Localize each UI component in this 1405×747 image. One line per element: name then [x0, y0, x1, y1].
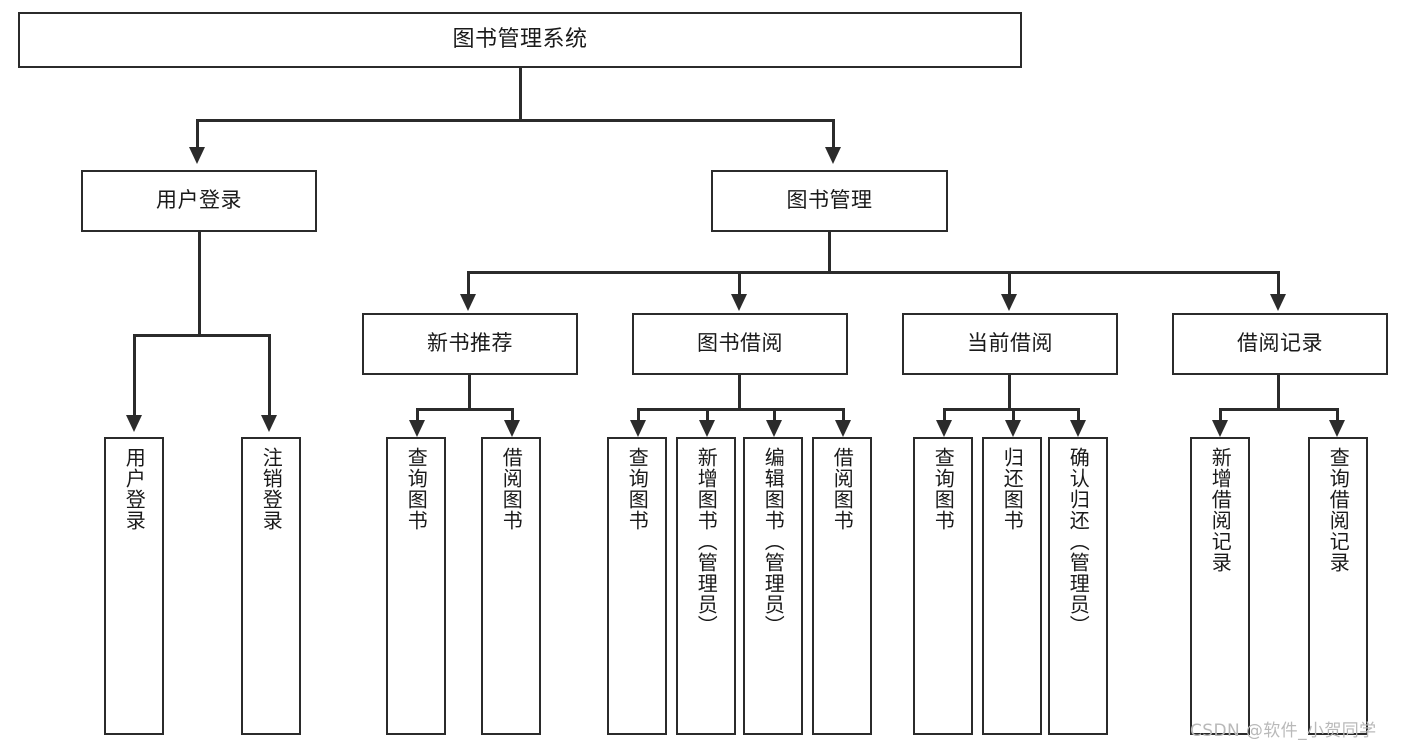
arrow-borrow-record-to-leaf-1: [1212, 420, 1228, 437]
arrow-new-book-to-leaf-1: [409, 420, 425, 437]
connector-new-book-to-leaf-1: [416, 408, 419, 424]
csdn-watermark: CSDN @软件_小贺同学: [1190, 721, 1377, 741]
connector-current-borrow-to-leaf-2: [1012, 408, 1015, 424]
node-label: 查询借阅记录: [1326, 447, 1351, 573]
connector-root-bus: [196, 119, 835, 122]
arrow-book-borrow-to-leaf-2: [699, 420, 715, 437]
connector-current-borrow-to-leaf-3: [1077, 408, 1080, 424]
node-borrow-record[interactable]: 借阅记录: [1172, 313, 1388, 375]
connector-book-borrow-to-leaf-3: [773, 408, 776, 424]
node-label: 图书借阅: [697, 331, 783, 356]
node-label: 注销登录: [259, 447, 284, 531]
arrow-user-login-to-leaf-1: [126, 415, 142, 432]
connector-user-login-bus: [133, 334, 271, 337]
leaf-confirm-return-admin[interactable]: 确认归还（管理员）: [1048, 437, 1108, 735]
connector-bm-to-book-borrow: [738, 271, 741, 296]
leaf-borrow-book-recommend[interactable]: 借阅图书: [481, 437, 541, 735]
node-label: 新增借阅记录: [1208, 447, 1233, 573]
connector-current-borrow-to-leaf-1: [943, 408, 946, 424]
connector-book-borrow-to-leaf-4: [842, 408, 845, 424]
connector-borrow-record-to-leaf-1: [1219, 408, 1222, 424]
connector-book-borrow-to-leaf-2: [706, 408, 709, 424]
leaf-borrow-book[interactable]: 借阅图书: [812, 437, 872, 735]
node-new-book-recommend[interactable]: 新书推荐: [362, 313, 578, 375]
node-book-borrow[interactable]: 图书借阅: [632, 313, 848, 375]
node-label: 新书推荐: [427, 331, 513, 356]
leaf-query-book-current[interactable]: 查询图书: [913, 437, 973, 735]
leaf-add-book-admin[interactable]: 新增图书（管理员）: [676, 437, 736, 735]
leaf-user-login[interactable]: 用户登录: [104, 437, 164, 735]
leaf-query-book-recommend[interactable]: 查询图书: [386, 437, 446, 735]
node-label: 借阅图书: [830, 447, 855, 531]
node-label: 用户登录: [156, 188, 242, 213]
node-label: 确认归还（管理员）: [1066, 447, 1091, 636]
connector-user-login-stem: [198, 232, 201, 337]
connector-root-to-user-login: [196, 119, 199, 149]
node-label: 借阅记录: [1237, 331, 1323, 356]
node-label: 用户登录: [122, 447, 147, 531]
arrow-bm-to-borrow-record: [1270, 294, 1286, 311]
node-label: 图书管理系统: [452, 26, 588, 52]
connector-borrow-record-stem: [1277, 375, 1280, 411]
arrow-new-book-to-leaf-2: [504, 420, 520, 437]
connector-book-borrow-stem: [738, 375, 741, 411]
arrow-borrow-record-to-leaf-2: [1329, 420, 1345, 437]
connector-book-management-bus: [467, 271, 1280, 274]
leaf-query-book-borrow[interactable]: 查询图书: [607, 437, 667, 735]
node-label: 新增图书（管理员）: [694, 447, 719, 636]
connector-user-login-to-leaf-1: [133, 334, 136, 417]
arrow-book-borrow-to-leaf-3: [766, 420, 782, 437]
connector-bm-to-borrow-record: [1277, 271, 1280, 296]
connector-root-stem: [519, 68, 522, 121]
node-label: 图书管理: [786, 188, 873, 213]
connector-user-login-to-leaf-2: [268, 334, 271, 417]
node-root-book-management-system[interactable]: 图书管理系统: [18, 12, 1022, 68]
node-label: 归还图书: [1000, 447, 1025, 531]
leaf-logout[interactable]: 注销登录: [241, 437, 301, 735]
connector-new-book-bus: [416, 408, 514, 411]
connector-new-book-stem: [468, 375, 471, 411]
arrow-current-borrow-to-leaf-2: [1005, 420, 1021, 437]
node-label: 借阅图书: [499, 447, 524, 531]
arrow-current-borrow-to-leaf-1: [936, 420, 952, 437]
node-book-management[interactable]: 图书管理: [711, 170, 948, 232]
connector-current-borrow-stem: [1008, 375, 1011, 411]
node-label: 查询图书: [625, 447, 650, 531]
arrow-root-to-user-login: [189, 147, 205, 164]
node-label: 编辑图书（管理员）: [761, 447, 786, 636]
node-label: 查询图书: [404, 447, 429, 531]
arrow-current-borrow-to-leaf-3: [1070, 420, 1086, 437]
connector-current-borrow-bus: [943, 408, 1080, 411]
connector-bm-to-current-borrow: [1008, 271, 1011, 296]
arrow-user-login-to-leaf-2: [261, 415, 277, 432]
connector-book-borrow-bus: [637, 408, 845, 411]
leaf-edit-book-admin[interactable]: 编辑图书（管理员）: [743, 437, 803, 735]
node-label: 当前借阅: [967, 331, 1053, 356]
arrow-root-to-book-management: [825, 147, 841, 164]
node-user-login[interactable]: 用户登录: [81, 170, 317, 232]
node-label: 查询图书: [931, 447, 956, 531]
connector-book-management-stem: [828, 232, 831, 274]
connector-borrow-record-to-leaf-2: [1336, 408, 1339, 424]
arrow-book-borrow-to-leaf-1: [630, 420, 646, 437]
node-current-borrow[interactable]: 当前借阅: [902, 313, 1118, 375]
leaf-query-borrow-record[interactable]: 查询借阅记录: [1308, 437, 1368, 735]
connector-new-book-to-leaf-2: [511, 408, 514, 424]
arrow-bm-to-book-borrow: [731, 294, 747, 311]
arrow-book-borrow-to-leaf-4: [835, 420, 851, 437]
leaf-return-book[interactable]: 归还图书: [982, 437, 1042, 735]
leaf-add-borrow-record[interactable]: 新增借阅记录: [1190, 437, 1250, 735]
arrow-bm-to-new-book: [460, 294, 476, 311]
connector-root-to-book-management: [832, 119, 835, 149]
arrow-bm-to-current-borrow: [1001, 294, 1017, 311]
connector-bm-to-new-book: [467, 271, 470, 296]
connector-borrow-record-bus: [1219, 408, 1339, 411]
connector-book-borrow-to-leaf-1: [637, 408, 640, 424]
